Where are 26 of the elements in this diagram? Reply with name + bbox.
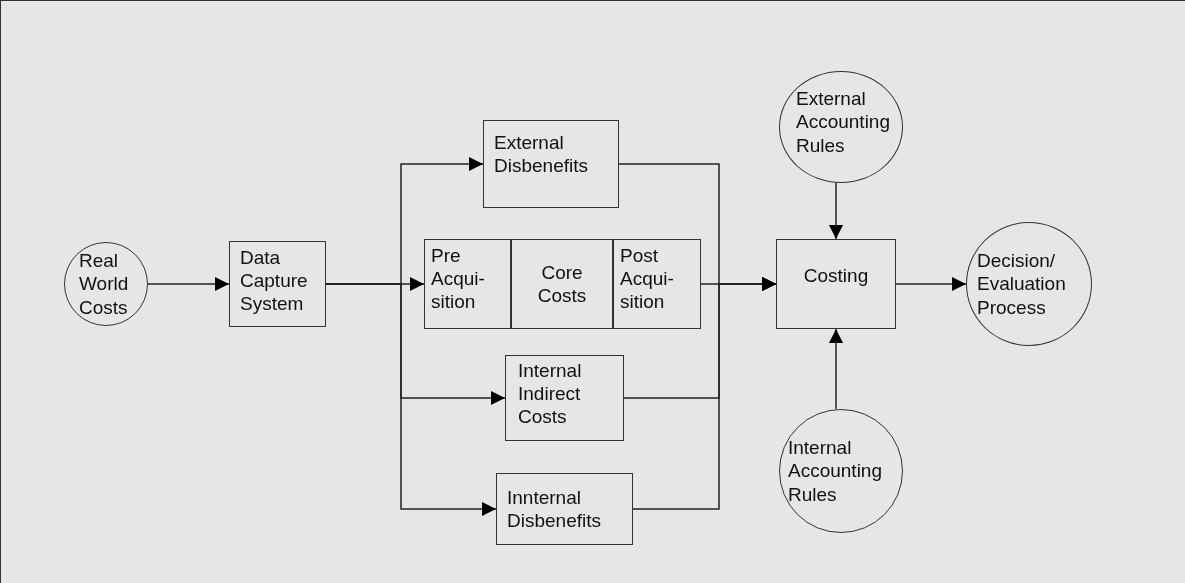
process-box bbox=[505, 355, 624, 441]
arrow bbox=[829, 328, 843, 410]
arrow bbox=[325, 283, 497, 516]
arrow bbox=[632, 277, 777, 510]
process-box bbox=[229, 241, 326, 327]
node-label: Core Costs bbox=[536, 260, 588, 308]
process-box bbox=[511, 239, 613, 329]
node-label: Post Acqui- sition bbox=[620, 244, 675, 314]
node-label: Internal Accounting Rules bbox=[788, 436, 883, 506]
node-label: Pre Acqui- sition bbox=[431, 244, 486, 314]
process-box bbox=[424, 239, 511, 329]
arrow bbox=[147, 277, 230, 291]
node-label: Innternal Disbenefits bbox=[507, 486, 602, 533]
process-box bbox=[776, 239, 896, 329]
node-label: External Accounting Rules bbox=[796, 87, 891, 157]
arrow bbox=[895, 277, 967, 291]
node-label: Internal Indirect Costs bbox=[518, 359, 583, 429]
node-label: External Disbenefits bbox=[494, 131, 589, 178]
process-box bbox=[496, 473, 633, 545]
node-label: Data Capture System bbox=[240, 246, 309, 316]
process-box bbox=[483, 120, 619, 208]
node-label: Decision/ Evaluation Process bbox=[977, 249, 1067, 319]
node-label: Real World Costs bbox=[79, 249, 130, 319]
node-label: Costing bbox=[803, 264, 869, 288]
arrow bbox=[829, 182, 843, 240]
process-box bbox=[613, 239, 701, 329]
